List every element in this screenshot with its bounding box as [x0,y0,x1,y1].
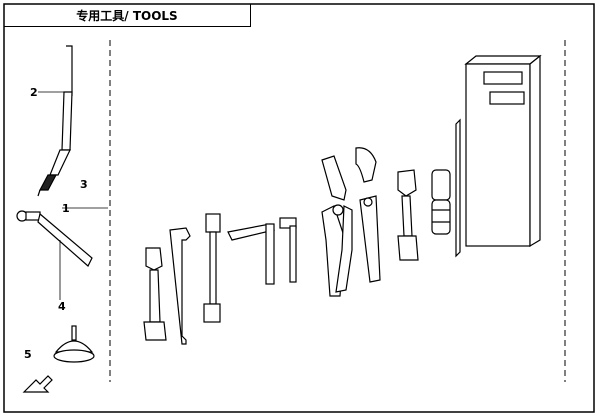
cone-stand [53,325,95,363]
pliers [321,155,353,297]
tool-bag [464,54,542,248]
socket-wrench [16,210,93,267]
callout-5: 5 [24,348,32,361]
page-title: 专用工具/ TOOLS [76,9,178,23]
direction-arrow-icon [22,375,53,393]
callout-1: 1 [62,202,70,215]
hook-wrench [355,147,381,283]
open-end-wrench-right [397,169,419,261]
spark-plug-socket [431,169,451,235]
open-end-wrench-left [143,247,167,341]
thin-rod [455,118,461,258]
callout-2: 2 [30,86,38,99]
hex-key-thin [169,227,191,345]
title-box: 专用工具/ TOOLS [4,4,251,27]
outer-border [3,3,595,413]
screwdriver-tool [37,45,73,197]
hex-key-large [227,217,297,285]
callout-3: 3 [80,178,88,191]
callout-4: 4 [58,300,66,313]
socket-bar [203,213,221,323]
